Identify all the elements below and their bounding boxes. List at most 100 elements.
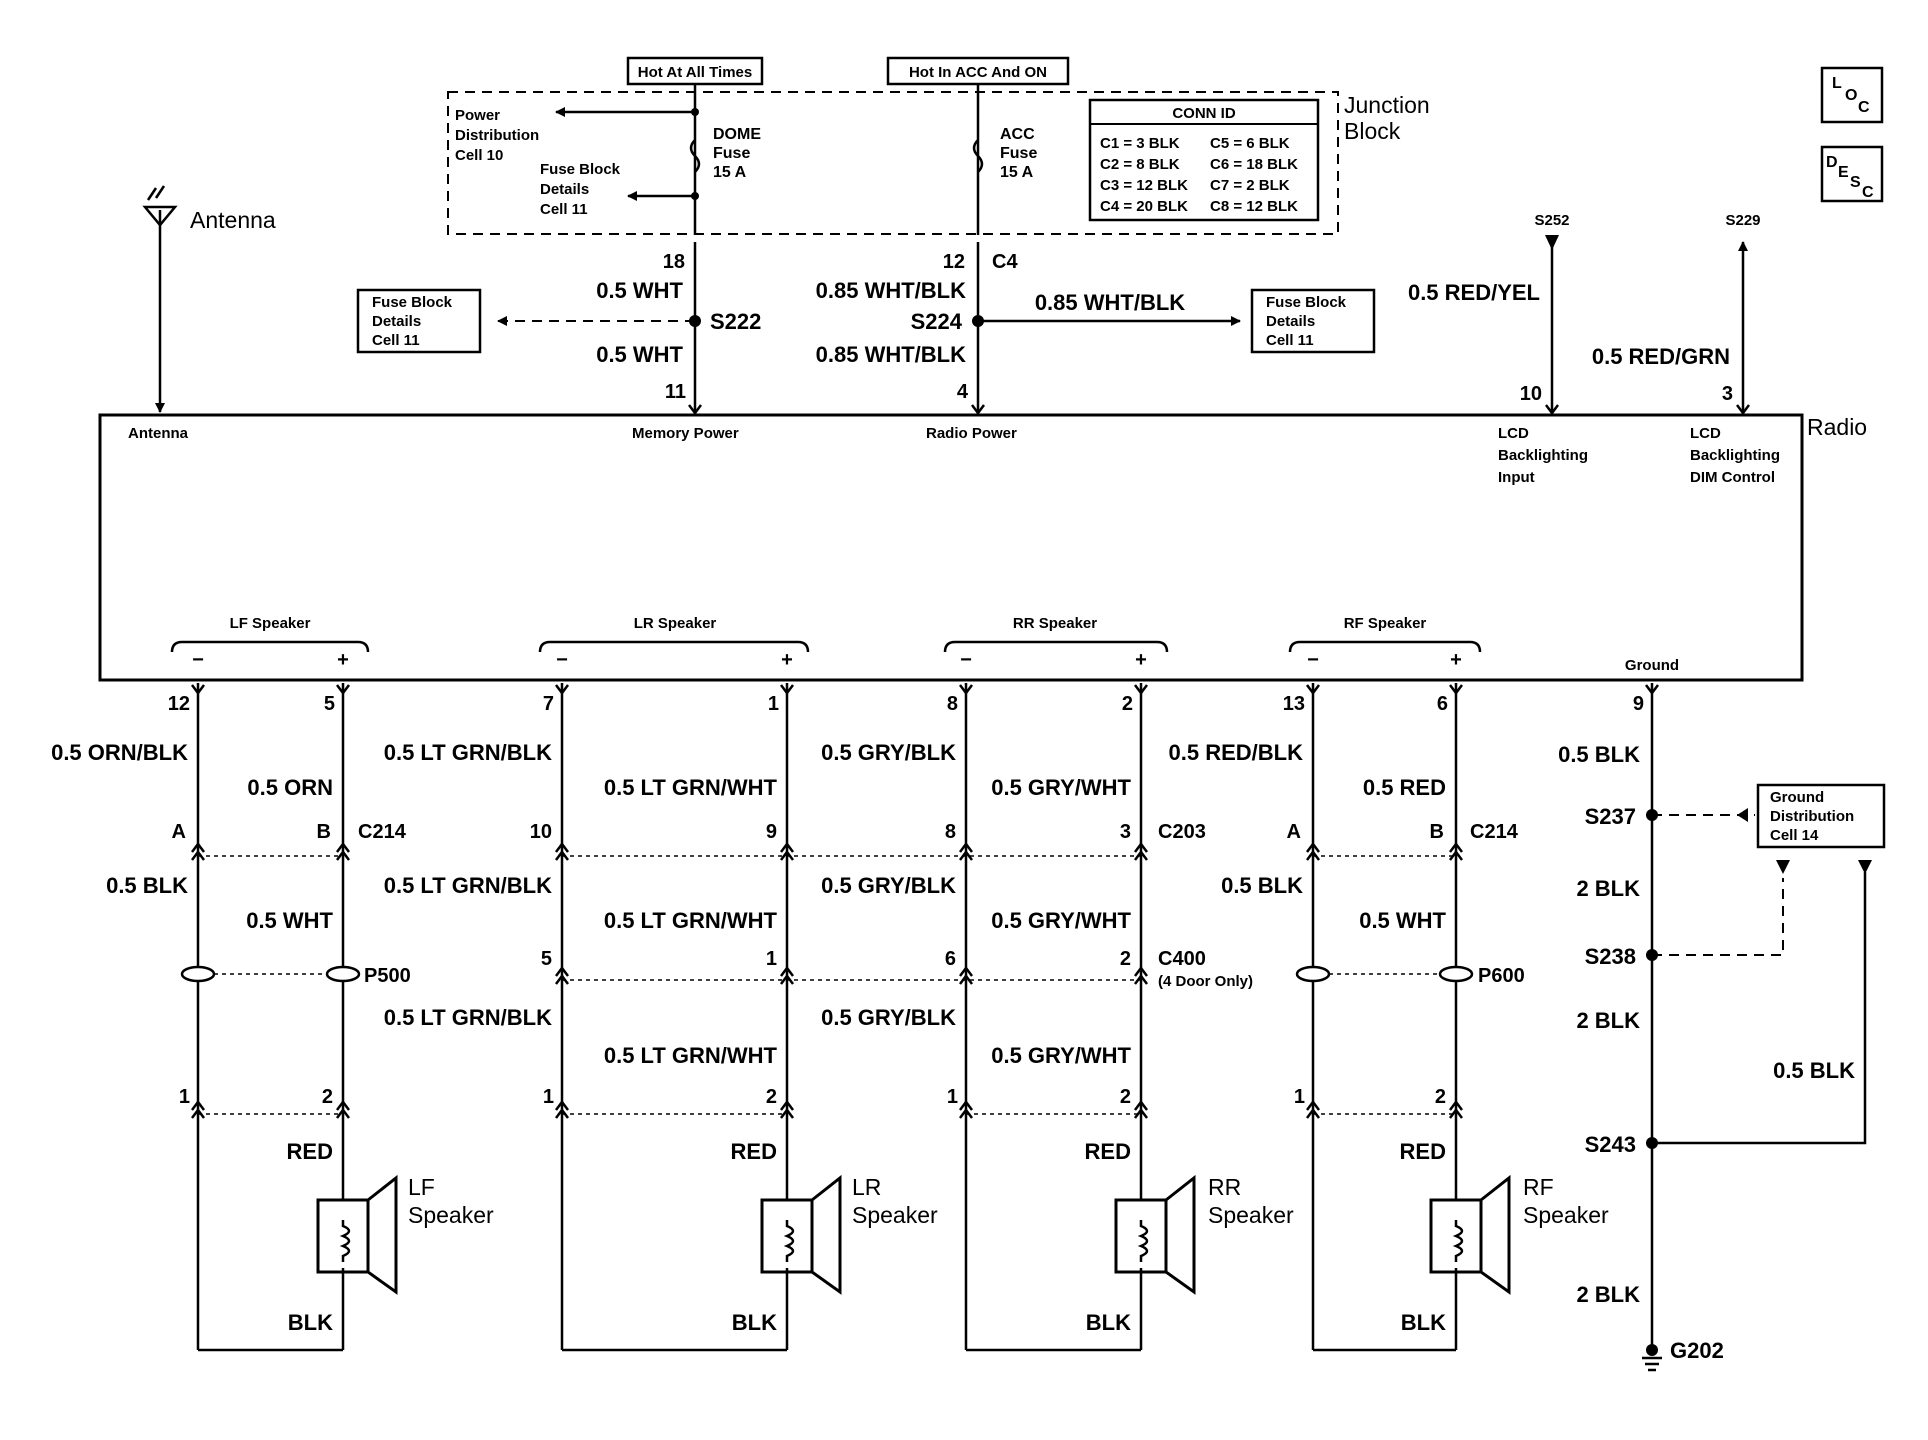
- lcd-dim-label-3: DIM Control: [1690, 469, 1775, 486]
- svg-text:C8 = 12 BLK: C8 = 12 BLK: [1210, 198, 1298, 215]
- wire-0-85-wht-blk-lower: 0.85 WHT/BLK: [816, 342, 966, 367]
- svg-text:Speaker: Speaker: [852, 1202, 938, 1228]
- svg-text:3: 3: [1120, 821, 1131, 843]
- radio-label: Radio: [1807, 414, 1867, 440]
- rf-speaker-output-label: RF Speaker: [1344, 615, 1427, 632]
- rr-connector-c203: C203: [1158, 821, 1206, 843]
- pin-4: 4: [957, 381, 969, 403]
- acc-fuse-icon: [972, 139, 984, 173]
- ground-wire-0-5-blk-side: 0.5 BLK: [1773, 1058, 1855, 1083]
- svg-text:0.5 GRY/BLK: 0.5 GRY/BLK: [821, 873, 956, 898]
- lf-connector-c214: C214: [358, 821, 407, 843]
- svg-text:5: 5: [541, 948, 552, 970]
- svg-text:2: 2: [766, 1086, 777, 1108]
- svg-text:9: 9: [766, 821, 777, 843]
- ground-circuit: 9 0.5 BLK S237 Ground Distribution Cell …: [1558, 683, 1886, 1372]
- svg-text:0.5 LT GRN/BLK: 0.5 LT GRN/BLK: [384, 873, 552, 898]
- fuse-block-details-box-right: [1250, 288, 1376, 354]
- svg-text:C2 = 8 BLK: C2 = 8 BLK: [1100, 156, 1180, 173]
- svg-text:0.5 WHT: 0.5 WHT: [246, 908, 333, 933]
- lr-speaker-label: LR: [852, 1174, 881, 1200]
- lcd-dim-label: LCD: [1690, 425, 1721, 442]
- rf-wire-red: 0.5 RED: [1363, 775, 1446, 800]
- fuse-block-details-label-2: Details: [540, 181, 589, 198]
- svg-text:1: 1: [768, 693, 779, 715]
- rf-speaker-icon: [1429, 1174, 1511, 1295]
- acc-fuse-label-2: Fuse: [1000, 145, 1037, 162]
- svg-text:−: −: [1307, 649, 1319, 671]
- svg-text:+: +: [337, 649, 349, 671]
- svg-text:0.5 GRY/WHT: 0.5 GRY/WHT: [991, 1043, 1131, 1068]
- svg-text:Cell 11: Cell 11: [1266, 332, 1314, 349]
- svg-text:RED: RED: [1400, 1139, 1446, 1164]
- lf-wire-orn: 0.5 ORN: [247, 775, 333, 800]
- svg-text:Speaker: Speaker: [408, 1202, 494, 1228]
- dome-fuse-icon: [689, 139, 701, 173]
- rf-speaker-circuit: 13 6 0.5 RED/BLK 0.5 RED A B C214 0.5 BL…: [1169, 683, 1609, 1352]
- lf-wire-orn-blk: 0.5 ORN/BLK: [51, 740, 188, 765]
- rf-wire-red-blk: 0.5 RED/BLK: [1169, 740, 1304, 765]
- loc-icon[interactable]: L O C: [1820, 66, 1884, 124]
- svg-text:2: 2: [1435, 1086, 1446, 1108]
- svg-text:0.5 GRY/WHT: 0.5 GRY/WHT: [991, 908, 1131, 933]
- dome-fuse-label-3: 15 A: [713, 164, 747, 181]
- wire-0-5-wht-lower: 0.5 WHT: [596, 342, 683, 367]
- svg-text:RED: RED: [1085, 1139, 1131, 1164]
- svg-text:10: 10: [530, 821, 552, 843]
- lr-speaker-icon: [760, 1174, 842, 1295]
- fuse-block-details-box-left: [356, 288, 482, 354]
- svg-text:B: B: [1430, 821, 1444, 843]
- svg-text:C: C: [1862, 184, 1874, 201]
- power-distribution-label-3: Cell 10: [455, 147, 503, 164]
- svg-text:Details: Details: [1266, 313, 1315, 330]
- svg-text:Cell 11: Cell 11: [372, 332, 420, 349]
- lf-speaker-icon: [316, 1174, 398, 1295]
- power-feed-section: Hot At All Times Hot In ACC And ON Junct…: [356, 56, 1430, 412]
- svg-text:0.5 GRY/BLK: 0.5 GRY/BLK: [821, 1005, 956, 1030]
- rf-splice-p600: P600: [1478, 965, 1525, 987]
- wire-0-85-wht-blk-upper: 0.85 WHT/BLK: [816, 278, 966, 303]
- svg-text:Speaker: Speaker: [1208, 1202, 1294, 1228]
- svg-text:13: 13: [1283, 693, 1305, 715]
- svg-text:RED: RED: [287, 1139, 333, 1164]
- svg-text:0.5 WHT: 0.5 WHT: [1359, 908, 1446, 933]
- desc-icon[interactable]: D E S C: [1820, 145, 1884, 203]
- rr-wire-gry-blk-1: 0.5 GRY/BLK: [821, 740, 956, 765]
- junction-block-outline: [447, 91, 1339, 235]
- lf-splice-p500: P500: [364, 965, 411, 987]
- svg-text:0.5 LT GRN/BLK: 0.5 LT GRN/BLK: [384, 1005, 552, 1030]
- power-distribution-label: Power: [455, 107, 500, 124]
- splice-s237-label: S237: [1585, 804, 1636, 829]
- rf-speaker-label: RF: [1523, 1174, 1554, 1200]
- connector-c203-c400-lines: [562, 855, 1141, 1115]
- lcd-input-label-2: Backlighting: [1498, 447, 1588, 464]
- svg-text:C5 = 6 BLK: C5 = 6 BLK: [1210, 135, 1290, 152]
- memory-power-label: Memory Power: [632, 425, 739, 442]
- svg-text:BLK: BLK: [1401, 1310, 1446, 1335]
- svg-text:8: 8: [945, 821, 956, 843]
- hot-all-times-label: Hot At All Times: [638, 64, 752, 81]
- fuse-block-details-label-3: Cell 11: [540, 201, 588, 218]
- pin-12-c4: 12: [943, 251, 965, 273]
- wire-0-5-wht-upper: 0.5 WHT: [596, 278, 683, 303]
- lr-wire-lt-grn-wht-1: 0.5 LT GRN/WHT: [604, 775, 778, 800]
- pin-10-lcd: 10: [1520, 383, 1542, 405]
- hot-acc-on-label: Hot In ACC And ON: [909, 64, 1047, 81]
- svg-text:S: S: [1850, 174, 1861, 191]
- rr-speaker-label: RR: [1208, 1174, 1241, 1200]
- svg-text:C6 = 18 BLK: C6 = 18 BLK: [1210, 156, 1298, 173]
- svg-text:Fuse Block: Fuse Block: [1266, 294, 1347, 311]
- svg-text:7: 7: [543, 693, 554, 715]
- rr-speaker-circuit: 8 2 0.5 GRY/BLK 0.5 GRY/WHT 8 3 C203 0.5…: [821, 683, 1294, 1352]
- radio-antenna-label: Antenna: [128, 425, 189, 442]
- svg-text:L: L: [1832, 75, 1842, 92]
- svg-text:2: 2: [1120, 948, 1131, 970]
- svg-text:−: −: [192, 649, 204, 671]
- svg-text:2: 2: [322, 1086, 333, 1108]
- splice-s222-label: S222: [710, 309, 761, 334]
- svg-text:C7 = 2 BLK: C7 = 2 BLK: [1210, 177, 1290, 194]
- svg-text:C4 = 20 BLK: C4 = 20 BLK: [1100, 198, 1188, 215]
- svg-text:1: 1: [947, 1086, 958, 1108]
- s252-arrow-icon: [1545, 235, 1559, 250]
